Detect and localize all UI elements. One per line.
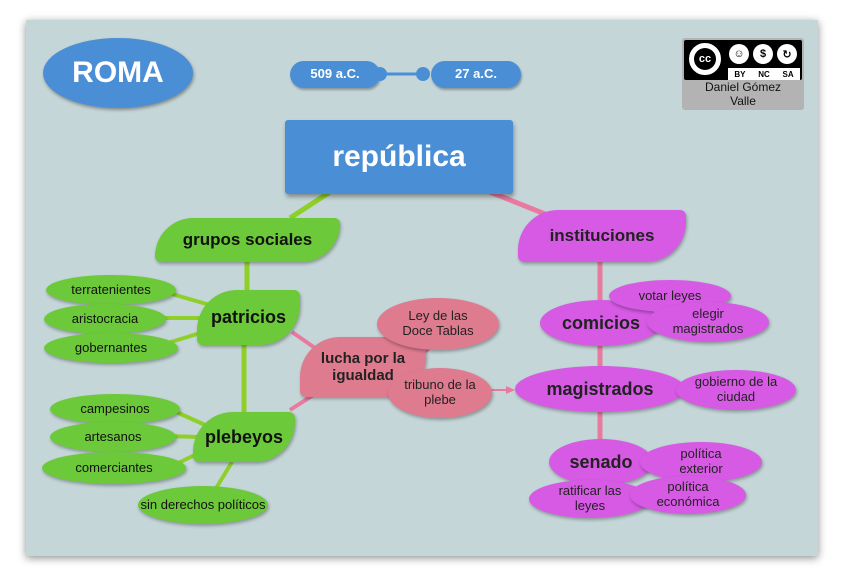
plebeyos-node: plebeyos — [193, 412, 295, 462]
struggle-item: tribuno de la plebe — [388, 368, 492, 418]
date-end: 27 a.C. — [431, 61, 521, 88]
patricios-item: aristocracia — [44, 304, 166, 334]
link-patricios-lucha — [290, 330, 317, 350]
struggle-node: lucha por la igualdad — [300, 337, 426, 397]
struggle-item: Ley de las Doce Tablas — [377, 298, 499, 350]
senado-item: política económica — [630, 476, 746, 514]
arrow-head — [506, 386, 515, 394]
cc-license-badge: cc ☺ $ ↻ BY NC SA Daniel Gómez Valle — [682, 38, 804, 110]
plebeyos-item: sin derechos políticos — [138, 486, 268, 524]
senado-item: ratificar las leyes — [529, 480, 651, 518]
by-icon: ☺ — [729, 44, 749, 64]
magistrados-node: magistrados — [515, 366, 685, 412]
patricios-item: gobernantes — [44, 333, 178, 363]
cc-tag-sa: SA — [782, 69, 794, 79]
main-topic: república — [285, 120, 513, 194]
senado-node: senado — [549, 439, 653, 485]
senado-item: política exterior — [640, 442, 762, 482]
institutions-node: instituciones — [518, 210, 686, 262]
cc-tag-nc: NC — [758, 69, 770, 79]
patricios-node: patricios — [197, 290, 300, 345]
comicios-item: elegir magistrados — [647, 302, 769, 342]
plebeyos-item: artesanos — [50, 422, 176, 452]
link-plebeyos-item — [213, 460, 234, 492]
cc-tag-by: BY — [734, 69, 746, 79]
title-oval: ROMA — [43, 38, 193, 108]
plebeyos-item: comerciantes — [42, 452, 186, 484]
link-republica-grupos — [288, 189, 332, 221]
timeline-dot-right — [416, 67, 430, 81]
plebeyos-item: campesinos — [50, 394, 180, 424]
sa-icon: ↻ — [777, 44, 797, 64]
date-start: 509 a.C. — [290, 61, 380, 88]
social-groups-node: grupos sociales — [155, 218, 340, 262]
nc-icon: $ — [753, 44, 773, 64]
timeline-dot-left — [373, 67, 387, 81]
cc-logo-icon: cc — [689, 43, 721, 75]
cc-license-banner: cc ☺ $ ↻ BY NC SA — [684, 40, 802, 80]
patricios-item: terratenientes — [46, 275, 176, 305]
license-author: Daniel Gómez Valle — [704, 80, 782, 108]
magistrados-item: gobierno de la ciudad — [676, 370, 796, 410]
cc-tags: BY NC SA — [728, 68, 800, 80]
